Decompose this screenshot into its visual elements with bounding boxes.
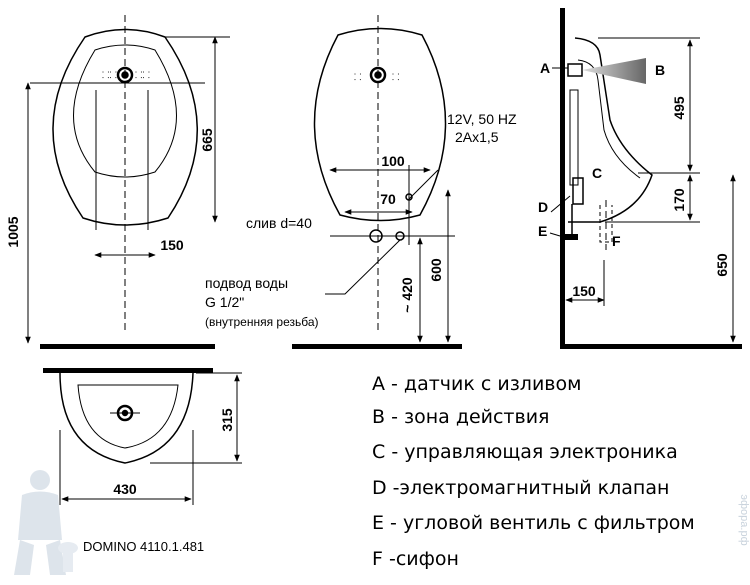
top-bowl-outline: [59, 372, 194, 464]
side-letter-b: B: [655, 62, 665, 78]
side-floor-line: [560, 344, 742, 349]
plumber-mascot-logo: [14, 470, 78, 575]
dim-1005: 1005: [5, 216, 21, 247]
svg-text:⸬: ⸬: [392, 72, 399, 82]
label-water-supply-1: подвод воды: [205, 275, 288, 291]
dim-495: 495: [671, 96, 687, 120]
side-view: [549, 37, 736, 343]
legend-item-e: E - угловой вентиль с фильтром: [372, 512, 695, 534]
legend-text: - зона действия: [385, 406, 549, 428]
rear-floor-line: [292, 344, 462, 349]
svg-text:⸬: ⸬: [354, 72, 361, 82]
front-floor-line: [40, 344, 215, 349]
electronics-box: [569, 89, 579, 186]
side-letter-c: C: [592, 165, 602, 181]
legend-text: -сифон: [383, 548, 459, 570]
dim-150-front: 150: [160, 237, 184, 253]
dim-150-side: 150: [572, 283, 596, 299]
legend-letter: B: [372, 406, 385, 428]
model-number: DOMINO 4110.1.481: [83, 539, 204, 554]
top-bowl-inner: [77, 384, 179, 449]
dim-315: 315: [219, 408, 235, 432]
dim-170: 170: [671, 188, 687, 212]
side-letter-f: F: [612, 233, 621, 249]
legend-text: -электромагнитный клапан: [387, 477, 670, 499]
legend-text: - угловой вентиль с фильтром: [384, 512, 695, 534]
legend-item-b: B - зона действия: [372, 406, 549, 428]
dim-100: 100: [381, 153, 405, 169]
rear-view: ⸬ ⸬: [313, 15, 455, 343]
top-view: [59, 372, 242, 505]
top-wall-line: [43, 368, 213, 373]
legend-letter: A: [372, 373, 385, 395]
side-letter-d: D: [538, 199, 548, 215]
label-drain: слив d=40: [246, 215, 312, 231]
sensor-box: [567, 63, 583, 77]
svg-text:C - управляющая электроника: C - управляющая электроника: [372, 441, 678, 463]
dim-600: 600: [428, 258, 444, 282]
legend: A - датчик с изливом B - зона действия C…: [372, 373, 695, 570]
svg-text:⸬⸬: ⸬⸬: [102, 70, 117, 80]
dim-70: 70: [380, 191, 396, 207]
legend-item-c: C - управляющая электроника: [372, 441, 678, 463]
label-current: 2Ax1,5: [455, 129, 499, 145]
side-letter-a: A: [540, 60, 550, 76]
svg-text:D -электромагнитный клапан: D -электромагнитный клапан: [372, 477, 669, 499]
legend-letter: F: [372, 548, 383, 570]
label-power: 12V, 50 HZ: [447, 111, 517, 127]
legend-letter: E: [372, 512, 384, 534]
legend-letter: D: [372, 477, 387, 499]
svg-text:F -сифон: F -сифон: [372, 548, 459, 570]
svg-text:E - угловой вентиль с фильтром: E - угловой вентиль с фильтром: [372, 512, 695, 534]
dim-430: 430: [113, 481, 137, 497]
svg-text:B - зона действия: B - зона действия: [372, 406, 549, 428]
dim-665: 665: [199, 128, 215, 152]
label-water-supply-2: G 1/2": [205, 294, 244, 310]
sensor-detection-zone: [582, 58, 646, 84]
legend-item-d: D -электромагнитный клапан: [372, 477, 669, 499]
dim-650: 650: [714, 253, 730, 277]
side-urinal-outline: [568, 37, 653, 223]
svg-text:A - датчик с изливом: A - датчик с изливом: [372, 373, 581, 395]
legend-letter: C: [372, 441, 385, 463]
side-letter-e: E: [538, 223, 547, 239]
legend-item-a: A - датчик с изливом: [372, 373, 581, 395]
legend-item-f: F -сифон: [372, 548, 459, 570]
watermark: эфора.рф: [738, 494, 750, 545]
front-bowl-outline: [52, 28, 198, 226]
front-bowl-inner: [73, 44, 177, 178]
front-view: ⸬⸬ ⸬⸬: [25, 15, 230, 344]
rear-bowl-outline: [313, 27, 447, 222]
svg-text:⸬⸬: ⸬⸬: [135, 70, 150, 80]
label-water-supply-3: (внутренняя резьба): [205, 315, 319, 329]
legend-text: - датчик с изливом: [385, 373, 581, 395]
dim-420: ~ 420: [399, 277, 415, 313]
side-wall: [560, 8, 565, 348]
legend-text: - управляющая электроника: [385, 441, 677, 463]
